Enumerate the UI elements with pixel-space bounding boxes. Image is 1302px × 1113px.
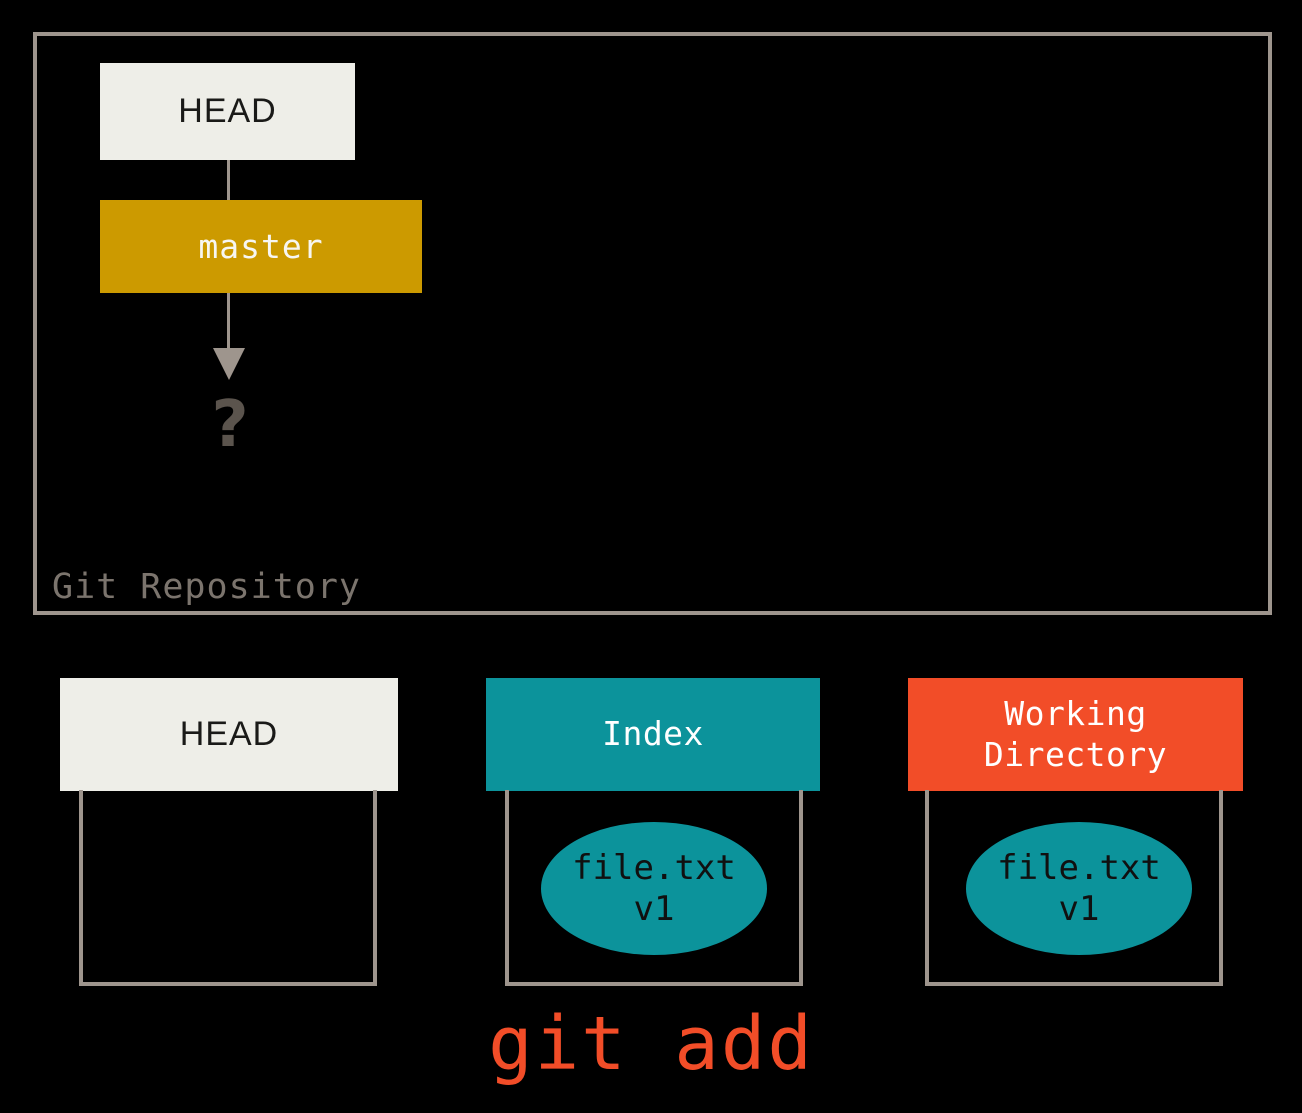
git-repository-frame <box>33 32 1272 615</box>
repo-master-branch-label: master <box>198 227 324 266</box>
index-file-blob: file.txt v1 <box>541 822 767 955</box>
column-header-head: HEAD <box>60 678 398 791</box>
column-header-index-label: Index <box>602 714 704 754</box>
column-body-working-directory <box>925 790 1223 986</box>
working-directory-file-version: v1 <box>1058 888 1100 929</box>
working-directory-file-name: file.txt <box>997 848 1161 889</box>
column-body-index <box>505 790 803 986</box>
arrow-head-icon <box>213 348 245 380</box>
index-file-name: file.txt <box>572 848 736 889</box>
column-header-head-label: HEAD <box>179 714 279 753</box>
column-header-working-directory-label: Working Directory <box>983 694 1168 774</box>
connector-head-to-master <box>227 160 230 201</box>
column-body-head <box>79 790 377 986</box>
working-directory-file-blob: file.txt v1 <box>966 822 1192 955</box>
column-header-working-directory: Working Directory <box>908 678 1243 791</box>
unknown-commit-question-mark: ? <box>211 388 249 462</box>
arrow-shaft-master-to-unknown <box>227 293 230 350</box>
column-header-index: Index <box>486 678 820 791</box>
git-repository-label: Git Repository <box>52 567 362 607</box>
command-caption: git add <box>488 1001 814 1087</box>
repo-head-label: HEAD <box>178 92 277 130</box>
repo-head-box: HEAD <box>100 63 355 160</box>
repo-master-branch-box: master <box>100 200 422 293</box>
index-file-version: v1 <box>633 888 675 929</box>
